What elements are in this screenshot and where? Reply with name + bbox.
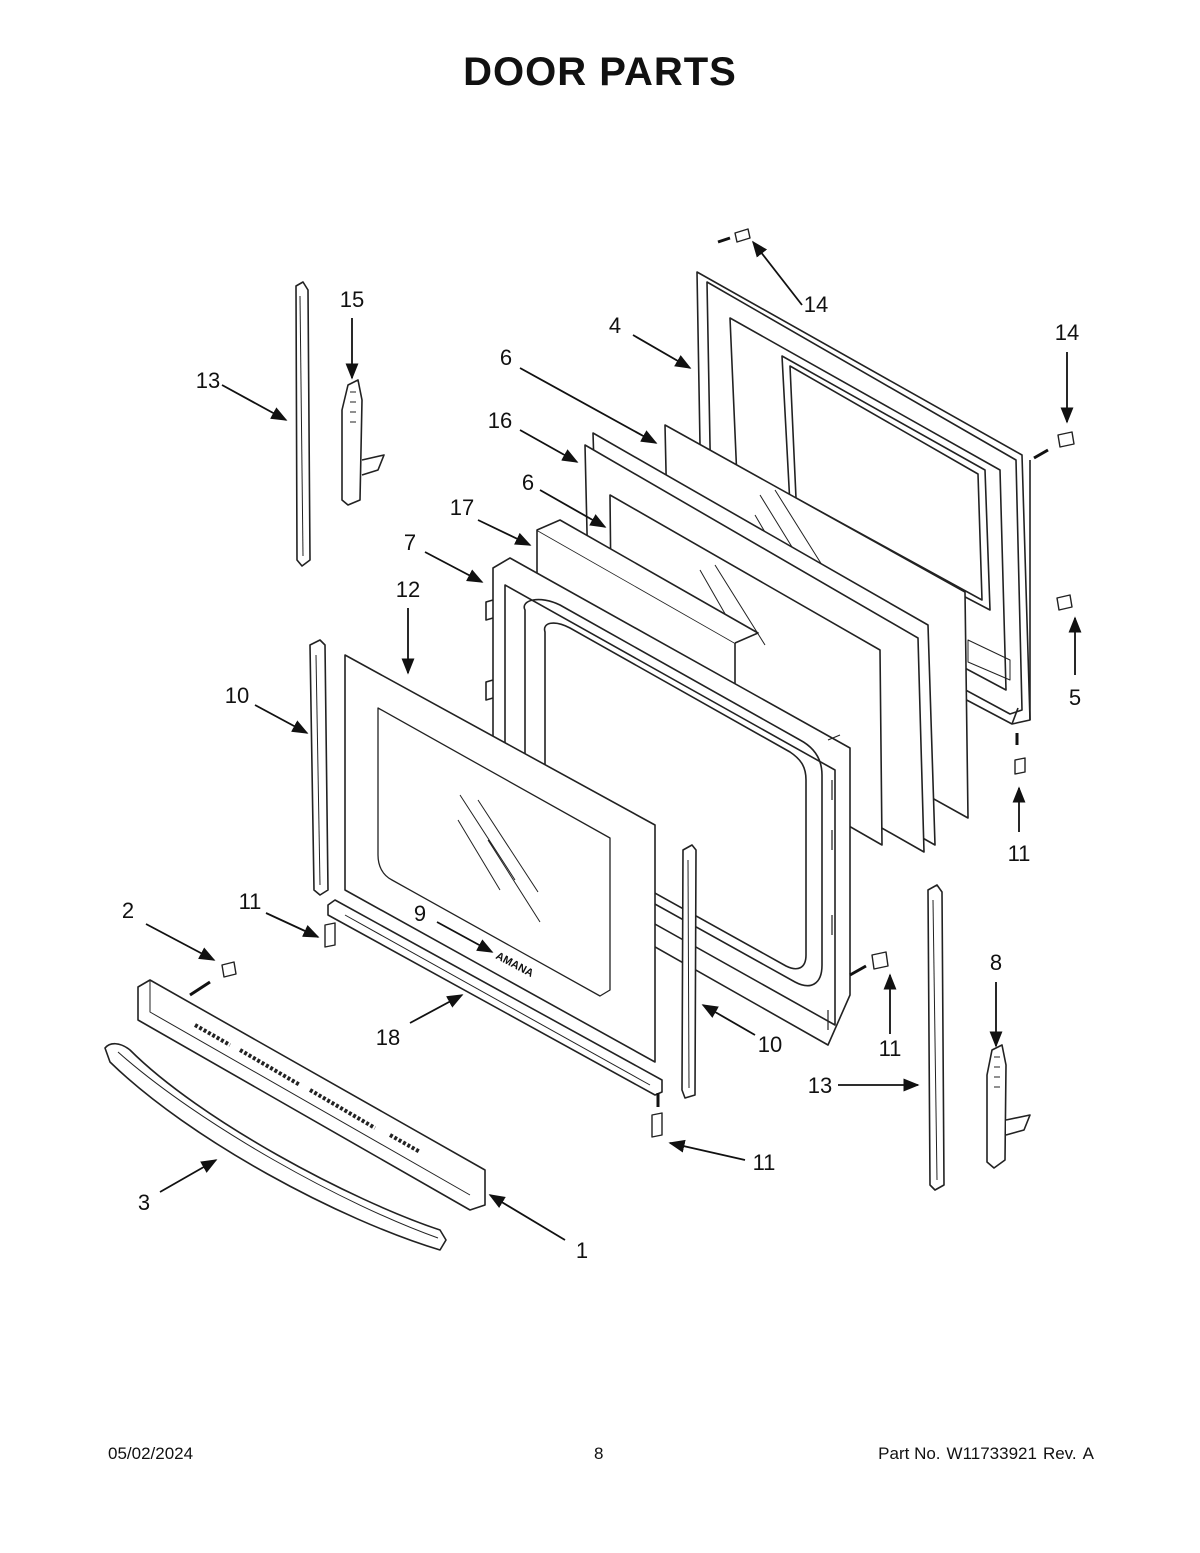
callout-11: 11 [879, 1036, 902, 1061]
callout-11: 11 [1008, 841, 1031, 866]
callout-5: 5 [1069, 685, 1081, 710]
part-number: W11733921 [946, 1444, 1037, 1463]
callout-10: 10 [225, 683, 249, 708]
page-title: DOOR PARTS [463, 50, 737, 94]
callout-11: 11 [239, 889, 262, 914]
callout-16: 16 [488, 408, 512, 433]
callout-6: 6 [500, 345, 512, 370]
side-trim-right [681, 844, 697, 1099]
footer-part-info: Part No. W11733921 Rev. A [872, 1444, 1094, 1464]
callout-13: 13 [196, 368, 220, 393]
callout-15: 15 [340, 287, 364, 312]
part-label: Part No. [878, 1444, 941, 1463]
hinge-receiver-right [927, 884, 945, 1191]
door-handle [104, 1042, 447, 1251]
rev-value: A [1082, 1444, 1094, 1463]
callout-11: 11 [753, 1150, 776, 1175]
callout-14: 14 [1055, 320, 1079, 345]
callout-3: 3 [138, 1190, 150, 1215]
leader-arrows [145, 240, 1082, 1241]
callout-labels: 15 13 14 4 14 6 16 6 17 7 12 10 5 11 2 1… [122, 287, 1081, 1263]
callout-8: 8 [990, 950, 1002, 975]
callout-4: 4 [609, 313, 621, 338]
footer-date: 05/02/2024 [108, 1444, 194, 1463]
rev-label: Rev. [1042, 1444, 1077, 1463]
callout-1: 1 [576, 1238, 588, 1263]
callout-12: 12 [396, 577, 420, 602]
hinge-right [986, 1044, 1031, 1169]
footer-page-number: 8 [594, 1444, 604, 1463]
hinge-left [341, 379, 385, 506]
callout-7: 7 [404, 530, 416, 555]
bottom-trim [327, 899, 663, 1096]
outer-door-glass: AMANA [344, 654, 656, 1063]
callout-14: 14 [804, 292, 828, 317]
callout-13: 13 [808, 1073, 832, 1098]
callout-10: 10 [758, 1032, 782, 1057]
callout-18: 18 [376, 1025, 400, 1050]
callout-6: 6 [522, 470, 534, 495]
callout-9: 9 [414, 901, 426, 926]
callout-2: 2 [122, 898, 134, 923]
side-trim-left [309, 639, 329, 896]
screws [221, 228, 1075, 1138]
callout-17: 17 [450, 495, 474, 520]
hinge-receiver-left [295, 281, 311, 567]
vent-trim [137, 979, 486, 1211]
